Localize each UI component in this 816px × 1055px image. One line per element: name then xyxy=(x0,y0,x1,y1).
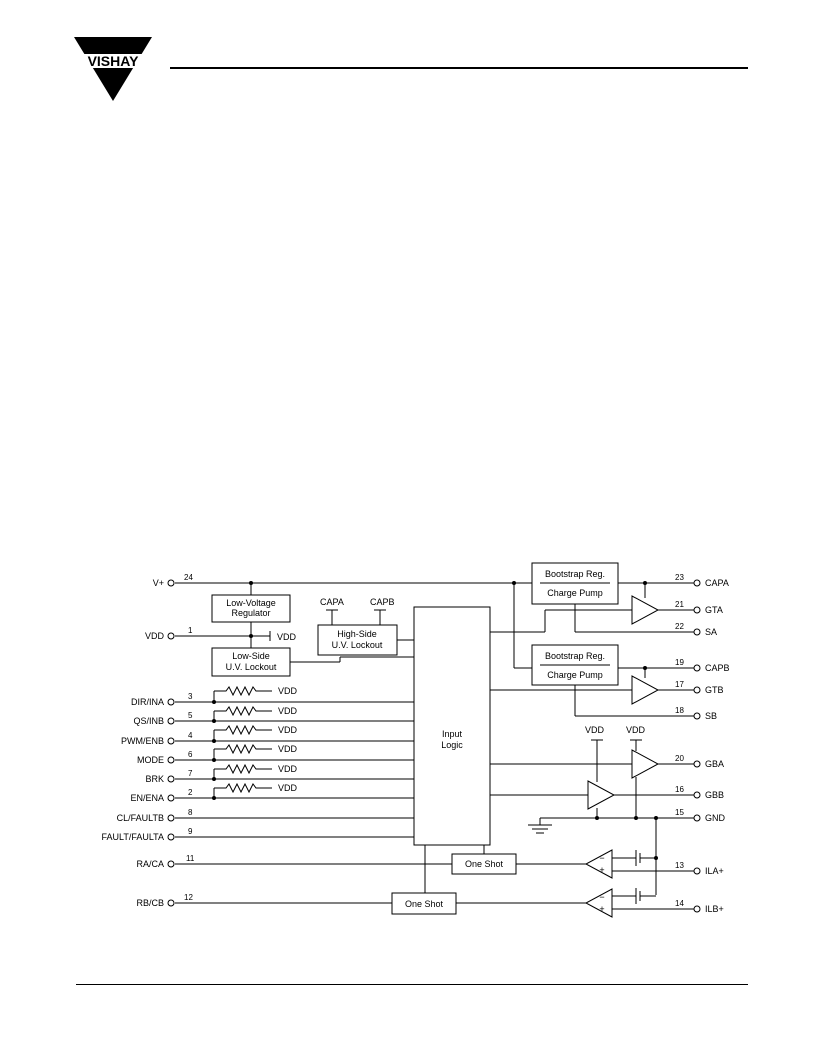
input-logic-line1: Input xyxy=(442,729,463,739)
ls-uvl-line2: U.V. Lockout xyxy=(226,662,277,672)
boot-a-line2: Charge Pump xyxy=(547,588,603,598)
cap-b-label: CAPB xyxy=(370,597,395,607)
gate-driver-ta xyxy=(631,595,660,625)
pin-label-gb-a: GBA xyxy=(705,759,724,769)
pin-num-13: 13 xyxy=(675,861,684,870)
pin-label-cap-b: CAPB xyxy=(705,663,730,673)
pin-label-il-b: ILB+ xyxy=(705,904,724,914)
vdd-label-r4: VDD xyxy=(278,744,298,754)
vdd-label-r5: VDD xyxy=(278,764,298,774)
pin-num-14: 14 xyxy=(675,899,684,908)
pin-num-4: 4 xyxy=(188,731,193,740)
pin-num-22: 22 xyxy=(675,622,684,631)
one-shot-a-block xyxy=(451,853,517,875)
low-side-uv-lockout-block xyxy=(211,647,291,677)
vdd-label-r2: VDD xyxy=(278,706,298,716)
pin-num-8: 8 xyxy=(188,808,193,817)
pin-label-cap-a: CAPA xyxy=(705,578,729,588)
one-shot-a-label: One Shot xyxy=(465,859,504,869)
vdd-label-gbb: VDD xyxy=(585,725,605,735)
pin-label-il-a: ILA+ xyxy=(705,866,724,876)
current-sense-amp-a xyxy=(584,849,613,879)
pin-label-s-b: SB xyxy=(705,711,717,721)
pin-label-pwm: PWM/ENB xyxy=(121,736,164,746)
low-voltage-regulator-block xyxy=(211,594,291,623)
lv-reg-line1: Low-Voltage xyxy=(226,598,276,608)
pin-label-vplus: V+ xyxy=(153,578,164,588)
gate-driver-bb xyxy=(587,780,616,810)
pin-num-24: 24 xyxy=(184,573,193,582)
pin-num-19: 19 xyxy=(675,658,684,667)
amp-b-minus: − xyxy=(599,892,604,902)
hs-uvl-line1: High-Side xyxy=(337,629,377,639)
cap-a-label: CAPA xyxy=(320,597,344,607)
pin-label-mode: MODE xyxy=(137,755,164,765)
pin-num-16: 16 xyxy=(675,785,684,794)
boot-b-line1: Bootstrap Reg. xyxy=(545,651,605,661)
one-shot-b-label: One Shot xyxy=(405,899,444,909)
gate-driver-tb xyxy=(631,675,660,705)
boot-b-line2: Charge Pump xyxy=(547,670,603,680)
pin-label-fault: FAULT/FAULTA xyxy=(101,832,164,842)
pin-label-gt-a: GTA xyxy=(705,605,723,615)
pin-num-9: 9 xyxy=(188,827,193,836)
pin-num-6: 6 xyxy=(188,750,193,759)
gate-driver-ba xyxy=(631,749,660,779)
vishay-logo: VISHAY xyxy=(74,37,152,101)
input-logic-block xyxy=(413,606,491,846)
pin-label-vdd: VDD xyxy=(145,631,165,641)
pin-num-3: 3 xyxy=(188,692,193,701)
right-pins: CAPA GTA SA CAPB GTB SB GBA GBB GND ILA+… xyxy=(675,573,730,914)
vdd-label-r6: VDD xyxy=(278,783,298,793)
pin-label-brk: BRK xyxy=(145,774,164,784)
pin-label-ra-ca: RA/CA xyxy=(136,859,164,869)
pin-label-gnd: GND xyxy=(705,813,726,823)
vdd-label-r3: VDD xyxy=(278,725,298,735)
footer-rule xyxy=(76,984,748,985)
pin-num-7: 7 xyxy=(188,769,193,778)
vdd-label-reg: VDD xyxy=(277,632,297,642)
lv-reg-line2: Regulator xyxy=(231,608,270,618)
pin-num-5: 5 xyxy=(188,711,193,720)
pin-label-cl-fault: CL/FAULTB xyxy=(117,813,164,823)
amp-b-plus: + xyxy=(599,904,604,914)
brand-text: VISHAY xyxy=(88,53,140,69)
pin-num-23: 23 xyxy=(675,573,684,582)
pin-label-gt-b: GTB xyxy=(705,685,724,695)
pin-num-21: 21 xyxy=(675,600,684,609)
pin-label-gb-b: GBB xyxy=(705,790,724,800)
one-shot-b-block xyxy=(391,892,457,915)
left-pins: V+ VDD DIR/INA QS/INB PWM/ENB MODE BRK E… xyxy=(101,573,194,908)
pin-label-rb-cb: RB/CB xyxy=(136,898,164,908)
pin-label-s-a: SA xyxy=(705,627,717,637)
hs-uvl-line2: U.V. Lockout xyxy=(332,640,383,650)
amp-a-plus: + xyxy=(599,865,604,875)
pin-num-20: 20 xyxy=(675,754,684,763)
pin-num-12: 12 xyxy=(184,893,193,902)
pin-num-18: 18 xyxy=(675,706,684,715)
header-rule xyxy=(170,67,748,69)
input-logic-line2: Logic xyxy=(441,740,463,750)
amp-a-minus: − xyxy=(599,853,604,863)
vdd-label-r1: VDD xyxy=(278,686,298,696)
high-side-uv-lockout-block xyxy=(317,624,398,656)
vdd-label-gba: VDD xyxy=(626,725,646,735)
junctions xyxy=(212,581,658,860)
pin-num-11: 11 xyxy=(186,854,195,863)
pin-num-17: 17 xyxy=(675,680,684,689)
pin-label-dir: DIR/INA xyxy=(131,697,164,707)
ls-uvl-line1: Low-Side xyxy=(232,651,270,661)
current-sense-amp-b xyxy=(584,888,613,918)
pin-num-15: 15 xyxy=(675,808,684,817)
pin-num-1: 1 xyxy=(188,626,193,635)
pin-num-2: 2 xyxy=(188,788,193,797)
boot-a-line1: Bootstrap Reg. xyxy=(545,569,605,579)
pin-label-en: EN/ENA xyxy=(130,793,164,803)
pin-label-qs: QS/INB xyxy=(133,716,164,726)
